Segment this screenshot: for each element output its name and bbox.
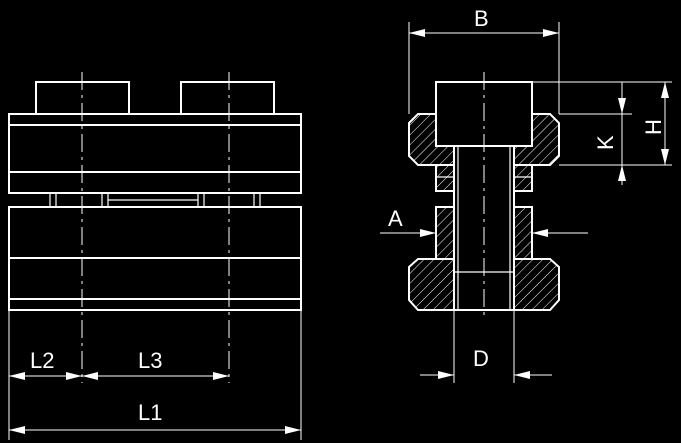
section-view	[408, 72, 560, 318]
front-view	[8, 72, 302, 440]
dimension-h: H	[532, 81, 672, 166]
label-h: H	[641, 119, 666, 135]
label-a: A	[388, 206, 403, 231]
label-l2: L2	[30, 348, 54, 373]
upper-body	[8, 113, 302, 194]
top-block-right	[180, 81, 275, 115]
connecting-studs	[49, 192, 261, 208]
dimension-l2: L2	[9, 348, 82, 380]
dimension-k: K	[559, 82, 632, 185]
dimension-l3: L3	[82, 348, 229, 380]
label-d: D	[473, 346, 489, 371]
upper-wing-right	[513, 113, 560, 166]
lower-wing-left	[408, 258, 455, 311]
label-l3: L3	[138, 348, 162, 373]
label-k: K	[593, 135, 618, 150]
lower-wing-right	[513, 258, 560, 311]
dimension-b: B	[408, 6, 560, 114]
label-b: B	[474, 6, 489, 31]
upper-wing-left	[408, 113, 455, 166]
label-l1: L1	[138, 400, 162, 425]
dimension-d: D	[420, 310, 552, 383]
dimension-l1: L1	[9, 400, 301, 434]
dimension-a: A	[380, 206, 588, 237]
